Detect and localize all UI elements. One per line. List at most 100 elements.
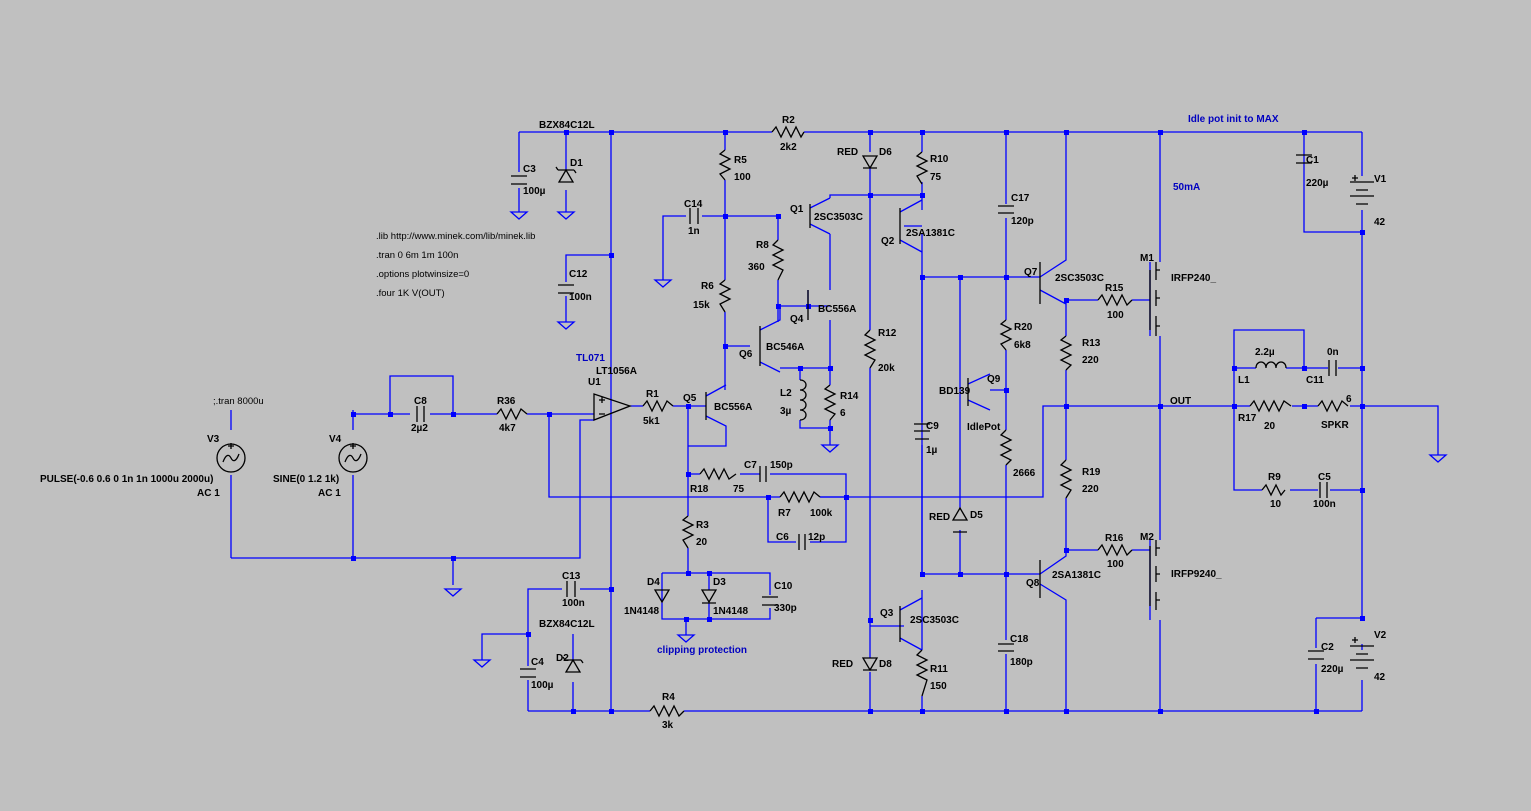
junction-dots: [351, 130, 1365, 714]
source-V3-value: PULSE(-0.6 0.6 0 1n 1n 1000u 2000u): [40, 474, 213, 485]
resistor-SPKR: [1317, 399, 1349, 413]
label-BZX2: BZX84C12L: [539, 619, 595, 630]
source-V3-ref: V3: [207, 434, 220, 445]
label-C4-value: 100µ: [531, 680, 554, 691]
capacitor-C7: [759, 466, 767, 482]
source-V4-ac: AC 1: [318, 488, 341, 499]
label-M2-value: IRFP9240_: [1171, 569, 1222, 580]
ground-symbol: [556, 321, 576, 330]
label-D8-value: RED: [832, 659, 853, 670]
ground-symbol: [820, 444, 840, 453]
battery-V2: [1350, 637, 1374, 669]
label-Q5-value: BC556A: [714, 402, 752, 413]
resistor-R20: [999, 319, 1013, 351]
label-C13-value: 100n: [562, 598, 585, 609]
label-R9: R9: [1268, 472, 1281, 483]
label-Q8-value: 2SA1381C: [1052, 570, 1101, 581]
resistor-R12: [863, 329, 877, 369]
label-C7-value: 150p: [770, 460, 793, 471]
ground-symbol: [676, 634, 696, 643]
capacitor-C4: [520, 668, 536, 678]
label-R1-value: 5k1: [643, 416, 660, 427]
label-R12: R12: [878, 328, 897, 339]
ground-symbol: [443, 588, 463, 597]
label-C4: C4: [531, 657, 544, 668]
source-V3: [216, 443, 246, 473]
label-Q7-value: 2SC3503C: [1055, 273, 1104, 284]
label-IdlePot: IdlePot: [967, 422, 1001, 433]
diode-D3: [700, 589, 718, 604]
label-C14: C14: [684, 199, 703, 210]
source-V1-ref: V1: [1374, 174, 1387, 185]
label-R10: R10: [930, 154, 949, 165]
label-R7-value: 100k: [810, 508, 833, 519]
zener-D1: [555, 166, 577, 183]
label-C5-value: 100n: [1313, 499, 1336, 510]
label-R16: R16: [1105, 533, 1124, 544]
directive-four: .four 1K V(OUT): [376, 288, 445, 299]
label-C14-value: 1n: [688, 226, 700, 237]
label-R13-value: 220: [1082, 355, 1099, 366]
label-Q1: Q1: [790, 204, 804, 215]
label-Q5: Q5: [683, 393, 697, 404]
resistor-R6: [718, 279, 732, 313]
label-Q2: Q2: [881, 236, 895, 247]
resistor-R10: [915, 151, 929, 185]
diode-D8: [861, 657, 879, 672]
label-C9: C9: [926, 421, 939, 432]
label-R20: R20: [1014, 322, 1033, 333]
label-R36-value: 4k7: [499, 423, 516, 434]
label-R16-value: 100: [1107, 559, 1124, 570]
label-R2: R2: [782, 115, 795, 126]
directive-tran-comment: ;.tran 8000u: [213, 396, 264, 407]
net-out-label: OUT: [1170, 396, 1191, 407]
label-C2-value: 220µ: [1321, 664, 1344, 675]
label-M1-value: IRFP240_: [1171, 273, 1216, 284]
label-L2-value: 3µ: [780, 406, 792, 417]
resistor-R3: [681, 515, 695, 549]
label-R5-value: 100: [734, 172, 751, 183]
diode-D6: [861, 155, 879, 170]
label-IdlePot-value: 2666: [1013, 468, 1036, 479]
label-Q7: Q7: [1024, 267, 1038, 278]
capacitor-C9: [914, 423, 930, 440]
label-C10-value: 330p: [774, 603, 797, 614]
note-idle-pot: Idle pot init to MAX: [1188, 114, 1279, 125]
opamp-U1: [593, 393, 632, 421]
label-C13: C13: [562, 571, 581, 582]
diode-D4: [653, 589, 671, 604]
label-R5: R5: [734, 155, 747, 166]
ground-symbol: [556, 211, 576, 220]
label-Q3: Q3: [880, 608, 894, 619]
label-C1: C1: [1306, 155, 1319, 166]
label-R11-value: 150: [930, 681, 947, 692]
resistor-R16: [1097, 543, 1133, 557]
label-R13: R13: [1082, 338, 1101, 349]
label-R18: R18: [690, 484, 709, 495]
label-R19: R19: [1082, 467, 1101, 478]
capacitor-C10: [762, 596, 778, 606]
label-R3-value: 20: [696, 537, 708, 548]
ground-symbol: [509, 211, 529, 220]
label-Q6: Q6: [739, 349, 753, 360]
label-Q4-value: BC556A: [818, 304, 856, 315]
capacitor-C14: [689, 208, 699, 224]
battery-V1: [1350, 175, 1374, 205]
label-D1: D1: [570, 158, 583, 169]
label-Q4: Q4: [790, 314, 804, 325]
label-R15: R15: [1105, 283, 1124, 294]
label-D2: D2: [556, 653, 569, 664]
label-C7: C7: [744, 460, 757, 471]
label-R12-value: 20k: [878, 363, 895, 374]
label-D3-value: 1N4148: [713, 606, 748, 617]
resistor-R17: [1249, 399, 1292, 413]
mosfet-M1: [1149, 262, 1160, 336]
capacitor-C13: [566, 581, 576, 597]
label-R6-value: 15k: [693, 300, 710, 311]
label-Q8: Q8: [1026, 578, 1040, 589]
label-Q1-value: 2SC3503C: [814, 212, 863, 223]
resistor-R14: [823, 384, 837, 421]
label-R20-value: 6k8: [1014, 340, 1031, 351]
label-C12-value: 100n: [569, 292, 592, 303]
